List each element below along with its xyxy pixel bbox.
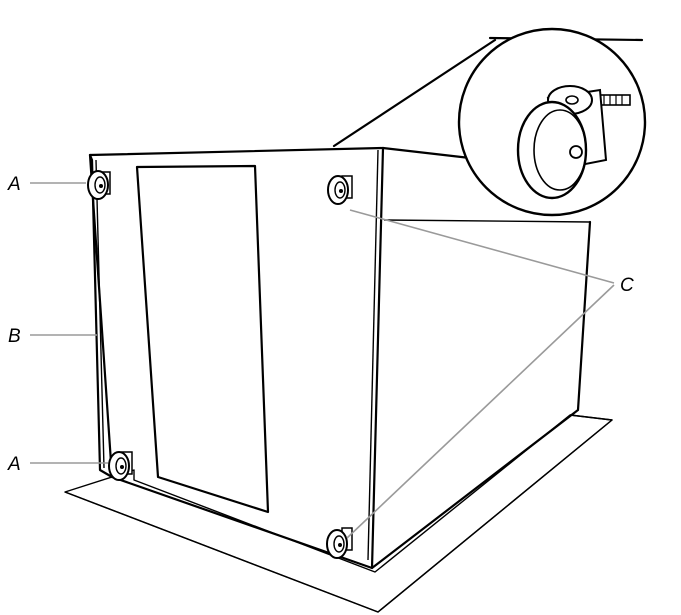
caster-wheel-icon <box>326 527 353 559</box>
caster-wheel-icon <box>108 451 133 481</box>
caster-wheel-icon <box>87 170 111 200</box>
label-a-top: A <box>7 174 21 195</box>
label-c: C <box>620 275 634 296</box>
label-b: B <box>8 326 21 347</box>
leader-c-top <box>349 209 615 284</box>
caster-bottom-left <box>108 451 133 481</box>
caster-detail-magnifier <box>457 27 647 217</box>
leader-c-bottom <box>346 284 615 539</box>
caster-detail-icon <box>516 85 631 200</box>
label-a-bottom: A <box>7 454 21 475</box>
access-panel-outline <box>135 164 270 514</box>
leader-lines <box>30 182 615 539</box>
cabinet <box>88 36 644 570</box>
caster-top-left <box>87 170 111 200</box>
caster-top-right <box>327 175 353 205</box>
caster-wheel-icon <box>327 175 353 205</box>
caster-bottom-right <box>326 527 353 559</box>
floor-pad <box>64 414 613 613</box>
